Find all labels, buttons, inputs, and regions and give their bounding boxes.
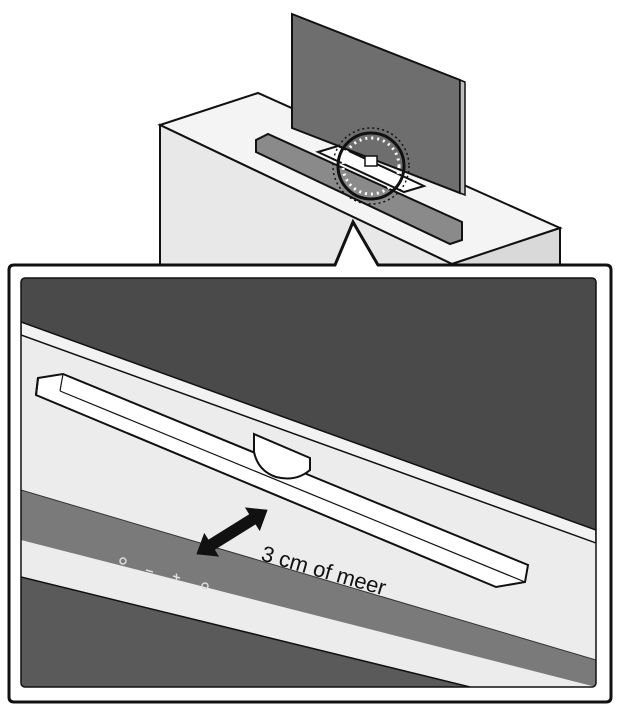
tv-bezel-closeup [21, 320, 596, 545]
distance-arrow [196, 507, 268, 557]
volume-up-icon [172, 573, 181, 581]
sensor-small [364, 155, 378, 167]
power-icon [119, 557, 127, 565]
volume-down-icon [145, 569, 154, 573]
overview-scene [157, 12, 563, 267]
tv-screen-closeup [21, 278, 596, 530]
soundbar-controls [119, 557, 209, 590]
zoom-indicator-outer-dots [332, 127, 410, 205]
inset-closeup [21, 278, 596, 687]
zoom-indicator-circle [336, 131, 406, 201]
source-icon [201, 582, 209, 590]
inset-border [20, 277, 597, 688]
soundbar [255, 132, 463, 246]
camera-sensor [253, 432, 311, 480]
tv-screen-edge [459, 78, 466, 197]
zoom-indicator-dots [341, 136, 401, 196]
soundbar-top-closeup [21, 490, 596, 687]
